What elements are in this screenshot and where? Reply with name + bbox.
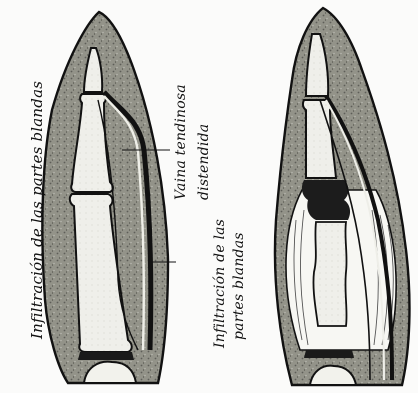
left-finger <box>42 12 176 383</box>
left-joint-dark <box>78 352 134 360</box>
right-proximal-phalanx <box>313 222 346 326</box>
label-soft-tissue-infiltration-right-line1: Infiltración de las <box>212 219 228 348</box>
right-finger <box>275 8 410 385</box>
label-distended-sheath-line2: distendida <box>196 124 212 200</box>
label-soft-tissue-infiltration-left: Infiltración de las partes blandas <box>28 81 46 339</box>
label-soft-tissue-infiltration-right-line2: partes blandas <box>231 232 247 340</box>
label-distended-sheath-line1: Vaina tendinosa <box>173 84 189 200</box>
right-joint-dark <box>304 350 354 358</box>
